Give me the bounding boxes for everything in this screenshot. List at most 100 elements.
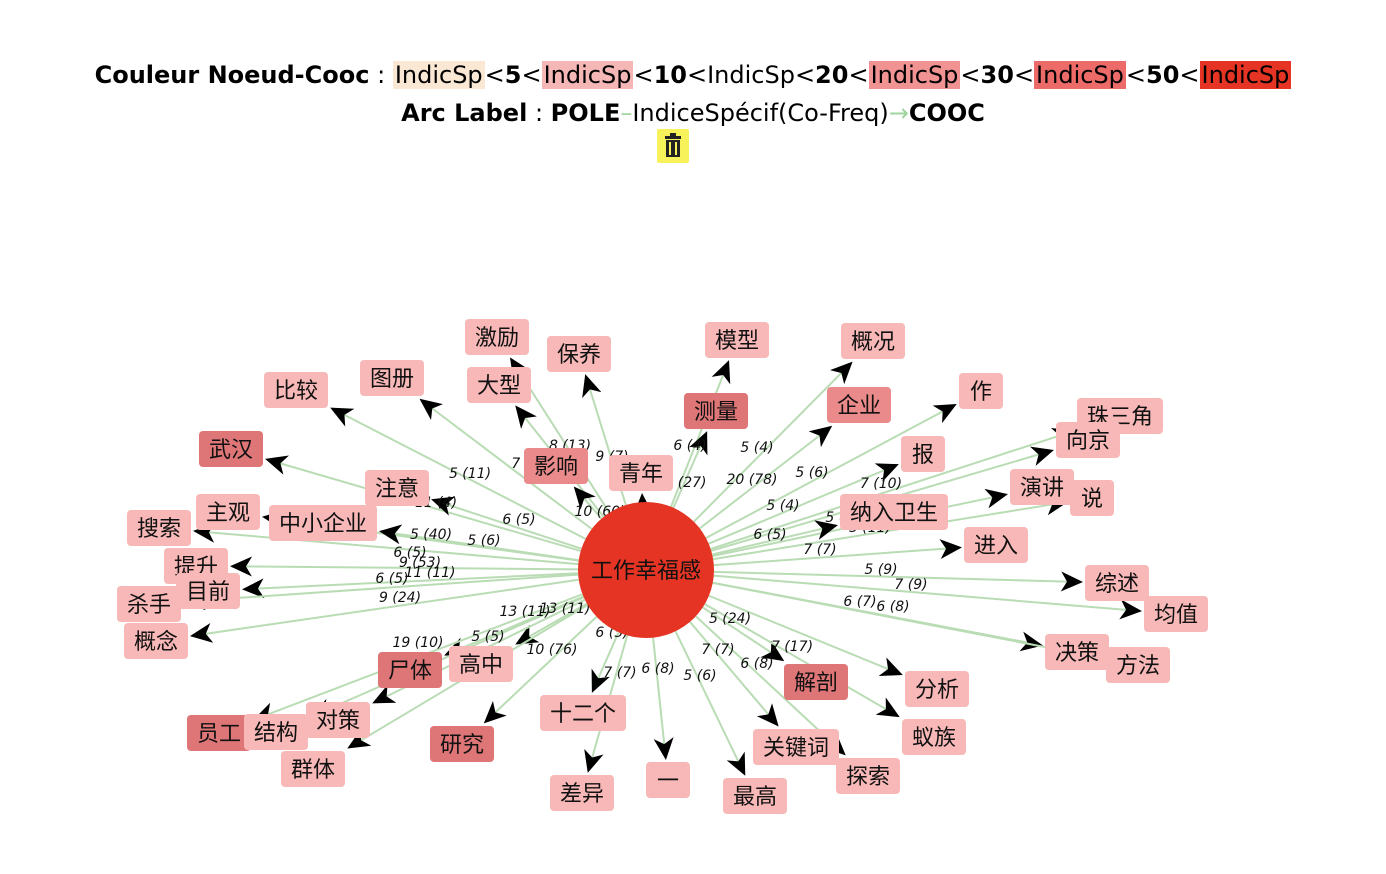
graph-node-box <box>464 319 530 355</box>
arc-label-dash: – <box>620 99 633 127</box>
graph-node-box <box>1070 480 1114 516</box>
graph-node-box <box>539 695 627 731</box>
legend-swatch: IndicSp <box>707 61 795 89</box>
graph-node[interactable]: 最高 <box>722 778 788 814</box>
graph-node[interactable]: 向京 <box>1055 422 1120 458</box>
graph-node[interactable]: 保养 <box>546 336 612 372</box>
graph-node[interactable]: 对策 <box>305 702 371 738</box>
trash-icon[interactable] <box>657 129 689 163</box>
legend-separator: : <box>369 61 393 89</box>
graph-node[interactable]: 比较 <box>263 372 329 408</box>
graph-node[interactable]: 解剖 <box>783 664 849 700</box>
graph-node-label: 进入 <box>974 534 1018 559</box>
graph-node[interactable]: 企业 <box>826 387 892 423</box>
legend-less-than: < <box>484 61 505 89</box>
legend-less-than: < <box>1013 61 1035 89</box>
arc-label-separator: : <box>527 99 551 127</box>
graph-node-label: 概况 <box>851 330 895 355</box>
graph-node[interactable]: 武汉 <box>198 431 264 467</box>
graph-node-label: 结构 <box>254 721 298 746</box>
graph-node[interactable]: 结构 <box>243 714 309 750</box>
graph-node[interactable]: 模型 <box>704 322 770 358</box>
graph-node-box <box>116 586 182 622</box>
graph-node-box <box>835 758 901 794</box>
graph-node-box <box>546 336 612 372</box>
graph-node[interactable]: 纳入卫生 <box>839 494 949 530</box>
graph-node[interactable]: 作 <box>959 373 1003 409</box>
graph-node-box <box>195 494 261 530</box>
edge-label: 9 (24) <box>379 590 421 606</box>
graph-node-label: 作 <box>970 380 992 405</box>
graph-node-box <box>683 393 749 429</box>
graph-node-label: 最高 <box>733 785 777 810</box>
graph-node[interactable]: 差异 <box>549 775 615 811</box>
graph-node-box <box>243 714 309 750</box>
graph-node[interactable]: 影响 <box>523 448 589 484</box>
graph-node[interactable]: 目前 <box>175 573 241 609</box>
graph-node[interactable]: 搜索 <box>126 510 192 546</box>
graph-node[interactable]: 图册 <box>359 360 425 396</box>
graph-node[interactable]: 关键词 <box>752 729 840 765</box>
edge <box>705 403 957 539</box>
arc-label-measure: IndiceSpécif(Co-Freq) <box>632 99 889 127</box>
graph-node-box <box>904 671 970 707</box>
graph-node-label: 概念 <box>134 630 178 655</box>
graph-node[interactable]: 一 <box>646 762 690 798</box>
graph-node[interactable]: 青年 <box>608 455 674 491</box>
graph-node-box <box>1044 634 1109 670</box>
edge <box>702 606 785 662</box>
edge-label: 5 (6) <box>467 533 500 549</box>
edge-label: 19 (10) <box>392 635 443 651</box>
graph-node[interactable]: 尸体 <box>377 652 443 688</box>
edge-label: 5 (4) <box>740 440 773 456</box>
graph-node-box <box>722 778 788 814</box>
graph-node[interactable]: 概念 <box>123 623 189 659</box>
graph-node-label: 演讲 <box>1020 476 1064 501</box>
graph-node[interactable]: 中小企业 <box>268 505 378 541</box>
graph-node[interactable]: 大型 <box>466 367 532 403</box>
graph-node[interactable]: 主观 <box>195 494 261 530</box>
graph-node[interactable]: 群体 <box>280 751 346 787</box>
legend-swatch: IndicSp <box>392 61 485 89</box>
graph-node[interactable]: 分析 <box>904 671 970 707</box>
graph-node[interactable]: 均值 <box>1143 596 1208 632</box>
graph-node-box <box>263 372 329 408</box>
graph-node[interactable]: 决策 <box>1044 634 1109 670</box>
graph-node[interactable]: 演讲 <box>1009 469 1075 505</box>
graph-node-label: 报 <box>912 443 934 468</box>
graph-node[interactable]: 注意 <box>364 470 430 506</box>
graph-node[interactable]: 概况 <box>840 323 906 359</box>
center-node[interactable]: 工作幸福感 <box>578 502 714 638</box>
graph-node[interactable]: 进入 <box>963 527 1029 563</box>
graph-node[interactable]: 报 <box>901 436 945 472</box>
edge <box>242 572 579 599</box>
graph-node[interactable]: 高中 <box>448 646 514 682</box>
graph-node[interactable]: 研究 <box>429 726 495 762</box>
graph-node-box <box>123 623 189 659</box>
graph-node[interactable]: 测量 <box>683 393 749 429</box>
edge-label: 6 (5) <box>502 512 535 528</box>
graph-node-label: 目前 <box>186 580 230 605</box>
graph-node[interactable]: 探索 <box>835 758 901 794</box>
graph-node-label: 大型 <box>477 374 521 399</box>
graph-node[interactable]: 综述 <box>1084 565 1149 601</box>
edge-label: 7 (17) <box>771 639 813 655</box>
graph-node[interactable]: 说 <box>1070 480 1114 516</box>
edge <box>591 631 620 693</box>
graph-node[interactable]: 杀手 <box>116 586 182 622</box>
graph-node[interactable]: 蚁族 <box>901 719 967 755</box>
edge-label: 5 (11) <box>449 466 491 482</box>
edge <box>712 495 1068 561</box>
edge <box>573 486 603 520</box>
graph-node[interactable]: 激励 <box>464 319 530 355</box>
graph-node-label: 群体 <box>291 758 335 783</box>
graph-node-box <box>839 494 949 530</box>
graph-node-box <box>377 652 443 688</box>
graph-node-box <box>305 702 371 738</box>
graph-node-label: 搜索 <box>137 517 181 542</box>
graph-node[interactable]: 十二个 <box>539 695 627 731</box>
graph-node-box <box>704 322 770 358</box>
graph-node[interactable]: 员工 <box>186 715 252 751</box>
graph-node[interactable]: 方法 <box>1105 647 1170 683</box>
graph-node-box <box>1084 565 1149 601</box>
